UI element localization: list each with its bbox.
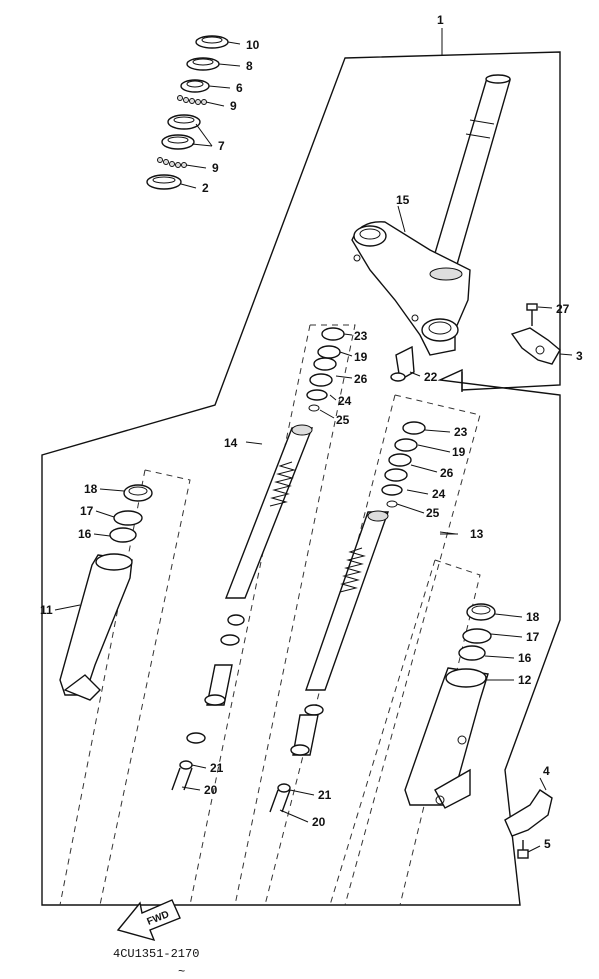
callout-1: 1 [437,13,444,27]
bolt-5 [517,840,541,859]
fwd-arrow-icon: FWD [116,899,181,942]
callout-20a: 20 [204,783,218,797]
right-outer-tube [329,559,496,906]
callout-24a: 24 [338,394,352,408]
bolt-27 [526,303,553,326]
callout-12: 12 [518,673,532,687]
ball-bearing-top [177,95,207,105]
callout-27: 27 [556,302,570,316]
callout-18b: 18 [526,610,540,624]
diagram-code: 4CU1351-2170 [113,947,199,961]
callout-9a: 9 [230,99,237,113]
code-mark: ~ [178,965,185,979]
callout-14: 14 [224,436,238,450]
right-group-leaders [279,429,457,823]
callout-16a: 16 [78,527,92,541]
callout-25b: 25 [426,506,440,520]
callout-19b: 19 [452,445,466,459]
right-inner-tube-group [264,394,481,906]
leader-15 [397,205,406,233]
callout-16b: 16 [518,651,532,665]
right-outer-leaders [440,533,523,681]
left-outer-leaders [93,488,125,537]
callout-17b: 17 [526,630,540,644]
ball-bearing-bottom [157,157,187,168]
callout-3: 3 [576,349,583,363]
callout-21b: 21 [318,788,332,802]
callout-24b: 24 [432,487,446,501]
callout-20b: 20 [312,815,326,829]
left-group-leaders [181,333,353,791]
callout-19a: 19 [354,350,368,364]
callout-10: 10 [246,38,260,52]
bracket-3 [510,327,573,365]
callout-6: 6 [236,81,243,95]
callout-11: 11 [40,603,53,617]
callout-18a: 18 [84,482,98,496]
callout-17a: 17 [80,504,94,518]
callout-22: 22 [424,370,438,384]
callout-26a: 26 [354,372,368,386]
left-outer-tube [54,469,191,906]
callout-5: 5 [544,837,551,851]
left-inner-tube-group [171,324,356,906]
callout-23a: 23 [354,329,368,343]
bolt-22 [390,345,421,382]
callout-4: 4 [543,764,550,778]
bearing-leaders [180,41,241,189]
callout-15: 15 [396,193,410,207]
callout-21a: 21 [210,761,224,775]
callout-13: 13 [470,527,484,541]
callout-23b: 23 [454,425,468,439]
callout-25a: 25 [336,413,350,427]
callout-labels: 1 10 8 6 9 7 9 2 15 27 3 22 23 19 26 24 … [40,13,583,851]
callout-9b: 9 [212,161,219,175]
callout-2: 2 [202,181,209,195]
bearing-stack [146,35,229,190]
callout-7: 7 [218,139,225,153]
assembly-boundary [41,51,561,906]
bracket-4 [504,777,553,837]
steering-stem [351,74,511,356]
callout-8: 8 [246,59,253,73]
callout-26b: 26 [440,466,454,480]
